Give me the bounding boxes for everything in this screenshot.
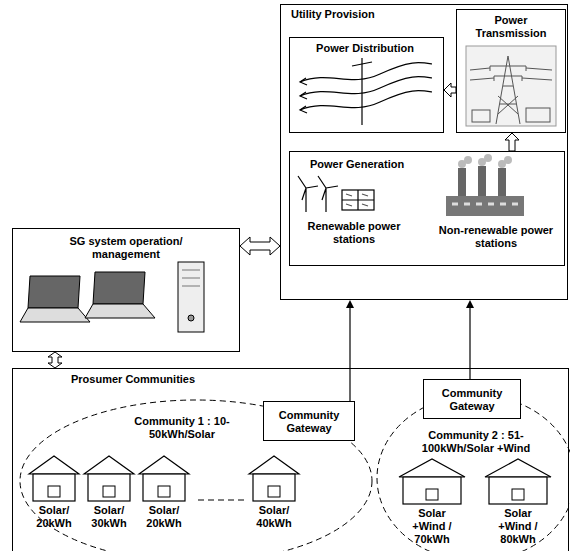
- node-title: Community 2 : 51-100kWh/Solar +Wind: [401, 429, 551, 455]
- arrow-shape: [240, 237, 280, 255]
- house-node: Solar/ 20kWh: [29, 456, 79, 536]
- node-title: SG system operation/ management: [43, 235, 209, 261]
- node-title: Community Gateway: [268, 409, 350, 435]
- house-node: Solar/ 20kWh: [139, 456, 189, 536]
- wall: [403, 477, 461, 504]
- dashed-ellipse: [20, 400, 372, 551]
- wall: [88, 474, 130, 501]
- arrow-shape: [444, 83, 456, 97]
- system-box: Utility ProvisionPower DistributionPower…: [280, 4, 568, 300]
- node-title: Power Transmission: [471, 14, 551, 40]
- window: [48, 486, 60, 497]
- arrow-shaft: [349, 307, 350, 401]
- wall: [33, 474, 75, 501]
- window: [426, 489, 438, 500]
- gateway-box: Community Gateway: [263, 401, 355, 441]
- node-title: Community 1 : 10-50kWh/Solar: [126, 415, 238, 441]
- node-title: Solar/ 40kWh: [246, 504, 302, 530]
- gateway-box: Community Gateway: [423, 379, 521, 419]
- node-title: Solar/ 30kWh: [81, 504, 137, 530]
- system-box: Power Transmission: [456, 9, 566, 133]
- arrow-shape: [505, 133, 519, 151]
- node-label: Renewable power stations: [292, 220, 416, 246]
- wall: [143, 474, 185, 501]
- house-node: Solar +Wind / 80kWh: [485, 459, 551, 551]
- window: [268, 486, 280, 497]
- roof: [29, 456, 79, 474]
- window: [158, 486, 170, 497]
- distribution-wires: [300, 58, 432, 125]
- roof: [399, 459, 465, 477]
- node-title: Community Gateway: [428, 387, 516, 413]
- house-gap-dashes: [198, 499, 244, 500]
- node-title: Solar +Wind / 70kWh: [403, 507, 461, 546]
- arrow-shape: [48, 352, 62, 368]
- arrow-head: [346, 300, 354, 308]
- roof: [249, 456, 299, 474]
- node-title: Power Distribution: [290, 42, 440, 55]
- wall: [489, 477, 547, 504]
- system-box: SG system operation/ management: [12, 228, 240, 352]
- house-node: Solar/ 40kWh: [249, 456, 299, 536]
- arrow-line: [346, 300, 354, 401]
- block-arrow: [444, 83, 456, 97]
- arrow-head: [466, 300, 474, 308]
- transmission-tower: [466, 46, 556, 126]
- node-title: Power Generation: [310, 158, 510, 171]
- node-title: Prosumer Communities: [71, 373, 271, 386]
- house-node: Solar/ 30kWh: [84, 456, 134, 536]
- system-box: Prosumer CommunitiesCommunity 1 : 10-50k…: [12, 368, 569, 551]
- node-title: Solar/ 20kWh: [26, 504, 82, 530]
- window: [103, 486, 115, 497]
- roof: [485, 459, 551, 477]
- renewable-icons: [298, 176, 374, 212]
- block-arrow: [505, 133, 519, 151]
- house-node: Solar +Wind / 70kWh: [399, 459, 465, 551]
- system-box: Power Distribution: [289, 37, 444, 133]
- block-arrow: [240, 237, 280, 255]
- computer-icons: [20, 262, 204, 332]
- roof: [139, 456, 189, 474]
- node-title: Solar +Wind / 80kWh: [489, 507, 547, 546]
- node-label: Non-renewable power stations: [430, 224, 562, 250]
- roof: [84, 456, 134, 474]
- factory-icon: [446, 154, 524, 216]
- node-title: Solar/ 20kWh: [136, 504, 192, 530]
- block-arrow: [48, 352, 62, 368]
- system-box: Power GenerationRenewable power stations…: [289, 151, 565, 266]
- window: [512, 489, 524, 500]
- wall: [253, 474, 295, 501]
